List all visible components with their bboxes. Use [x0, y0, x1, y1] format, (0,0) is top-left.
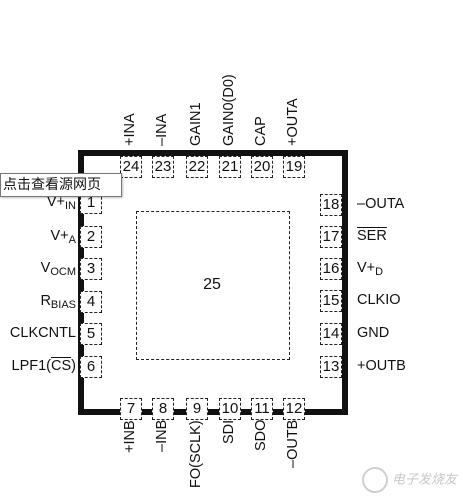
pin-16-label: V+D: [357, 260, 384, 278]
pin-5-number: 5: [80, 323, 102, 345]
exposed-pad: [136, 211, 290, 360]
pin-4-number: 4: [80, 291, 102, 313]
pin-23-number: 23: [152, 156, 174, 178]
pin-22-number: 22: [186, 156, 208, 178]
pin-6-label: LPF1(CS): [11, 358, 77, 374]
pin-2-number: 2: [80, 226, 102, 248]
pin-19-label: +OUTA: [285, 98, 301, 146]
pin-15-label: CLKIO: [357, 292, 401, 308]
pin-1-number: 1: [80, 192, 102, 214]
pin-7-number: 7: [120, 398, 142, 420]
pin-14-label: GND: [357, 325, 390, 341]
ic-package-outline: [78, 150, 348, 415]
pin-3-number: 3: [80, 258, 102, 280]
pin-24-number: 24: [120, 156, 142, 178]
pin-23-label: –INA: [154, 113, 170, 146]
pin-16-number: 16: [320, 258, 342, 280]
pin-21-number: 21: [219, 156, 241, 178]
pin-12-number: 12: [283, 398, 305, 420]
pin-7-label: +INB: [122, 420, 138, 453]
exposed-pad-number: 25: [203, 276, 221, 293]
watermark: 电子发烧友: [361, 467, 457, 493]
pin-5-label: CLKCNTL: [9, 325, 76, 341]
pin-24-label: +INA: [122, 113, 138, 146]
pin-14-number: 14: [320, 323, 342, 345]
pin-11-label: SDO: [253, 419, 269, 451]
pin-20-number: 20: [251, 156, 273, 178]
pin-6-number: 6: [80, 356, 102, 378]
pin-17-number: 17: [320, 226, 342, 248]
pin-15-number: 15: [320, 290, 342, 312]
pin-13-label: +OUTB: [357, 358, 406, 374]
pin-11-number: 11: [251, 398, 273, 420]
pin-12-label: –OUTB: [285, 419, 301, 468]
pin-9-label: FO(SCLK): [188, 420, 204, 488]
pin-13-number: 13: [320, 356, 342, 378]
pin-10-number: 10: [219, 398, 241, 420]
watermark-text: 电子发烧友: [391, 472, 457, 488]
pin-18-label: –OUTA: [357, 196, 405, 212]
pin-18-number: 18: [320, 194, 342, 216]
pin-9-number: 9: [186, 398, 208, 420]
pin-21-label: GAIN0(D0): [221, 74, 237, 146]
pin-8-label: –INB: [154, 419, 170, 452]
pin-1-label: V+IN: [46, 194, 76, 212]
view-source-tooltip[interactable]: 点击查看源网页: [0, 173, 122, 197]
watermark-logo-icon: [361, 467, 388, 493]
pin-8-number: 8: [152, 398, 174, 420]
pin-22-label: GAIN1: [188, 102, 204, 146]
pin-20-label: CAP: [253, 116, 269, 146]
pin-17-label: SER: [357, 228, 387, 244]
pin-10-label: SDI: [221, 419, 237, 444]
pin-4-label: RBIAS: [40, 293, 76, 311]
pin-3-label: VOCM: [40, 260, 76, 278]
pin-19-number: 19: [283, 156, 305, 178]
pin-2-label: V+A: [50, 228, 76, 246]
